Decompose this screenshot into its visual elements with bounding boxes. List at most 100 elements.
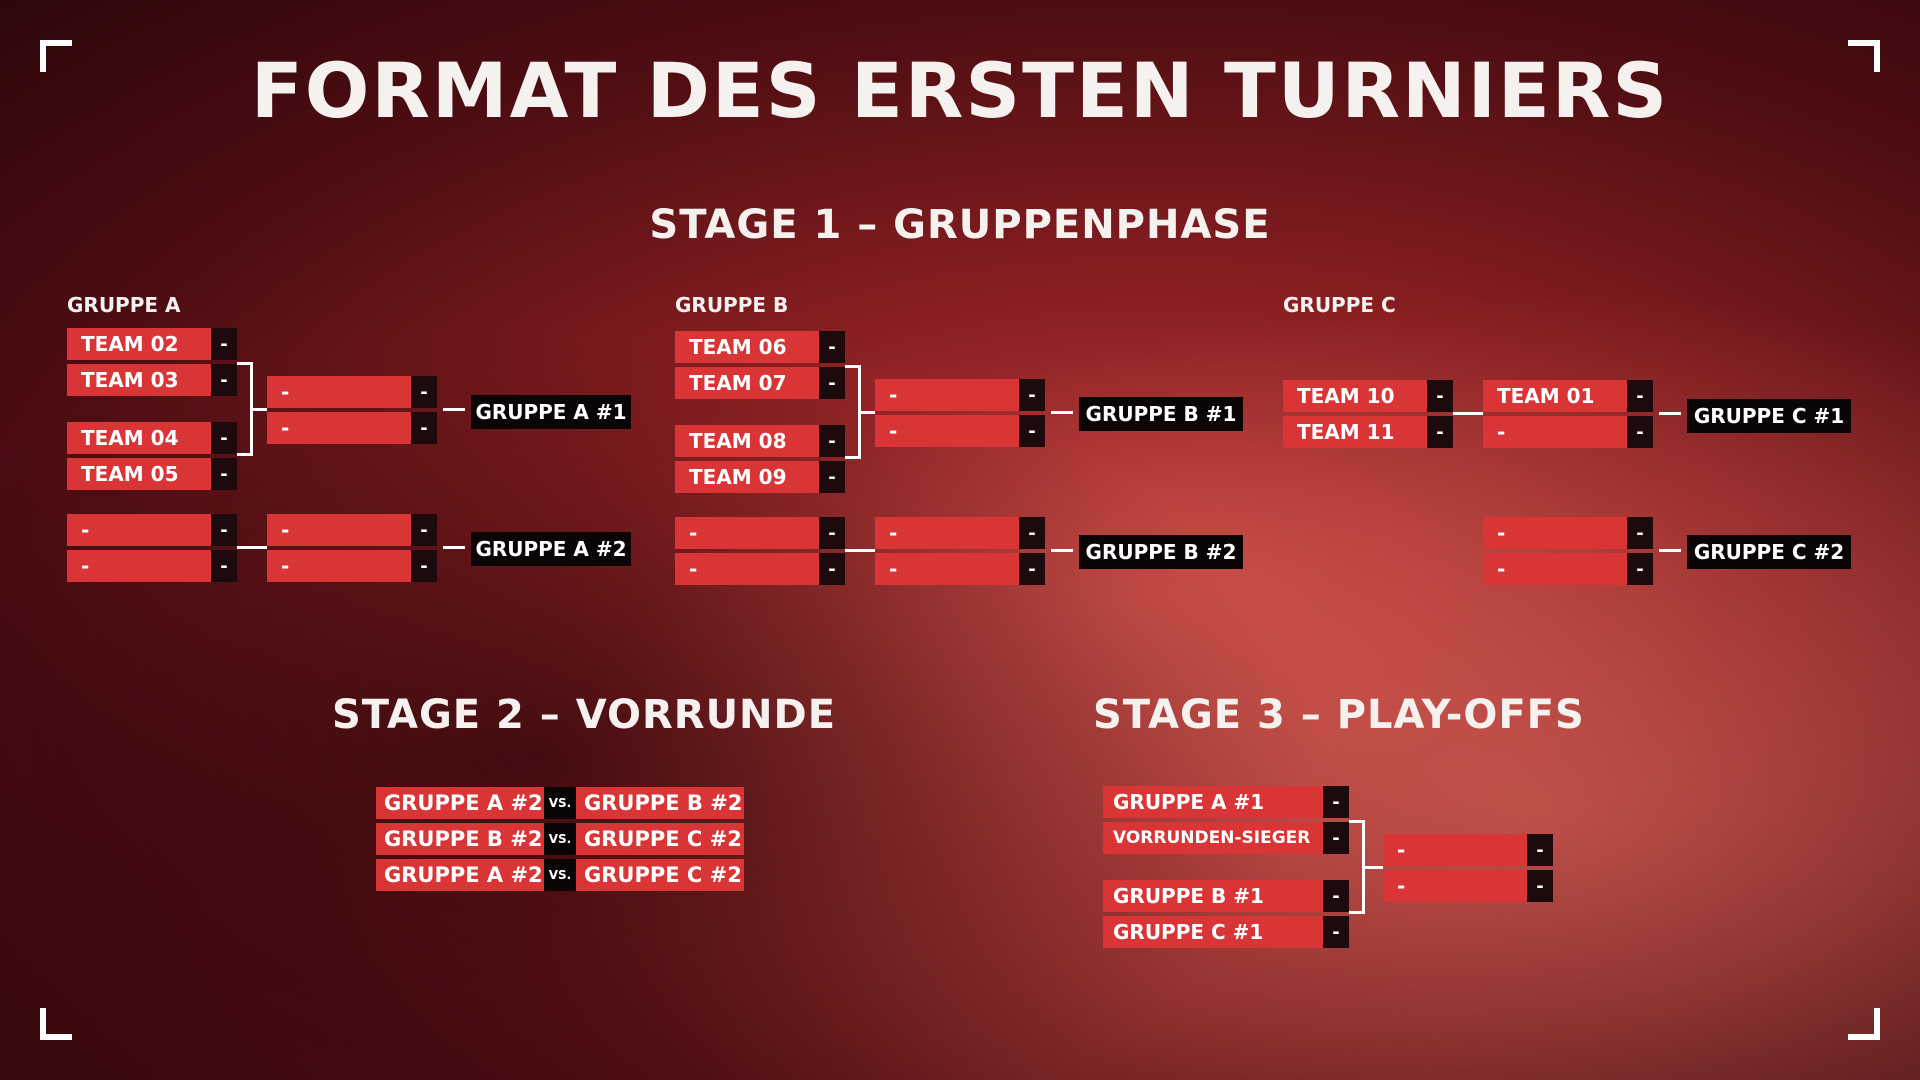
team-name: TEAM 09 [675, 461, 819, 493]
group-c-lower-final: -- -- [1483, 517, 1653, 585]
group-a-lower-first: -- -- [67, 514, 237, 582]
team-score: - [411, 412, 437, 444]
team-name: TEAM 02 [67, 328, 211, 360]
group-c-first-match: TEAM 10- TEAM 11- [1283, 380, 1453, 448]
group-b-winner-label: GRUPPE B #1 [1079, 397, 1243, 431]
team-name: - [67, 550, 211, 582]
playoff-semi1: GRUPPE A #1- VORRUNDEN-SIEGER- [1103, 786, 1349, 854]
group-c-label: GRUPPE C [1283, 293, 1396, 317]
bracket-connector [1349, 820, 1365, 914]
team-row: TEAM 09- [675, 461, 845, 493]
team-name: VORRUNDEN-SIEGER [1103, 822, 1323, 854]
team-row: GRUPPE B #1- [1103, 880, 1349, 912]
vorrunde-match-row: GRUPPE A #2 VS. GRUPPE C #2 [376, 859, 744, 891]
group-a-upper-final: -- -- [267, 376, 437, 444]
group-c-second-label: GRUPPE C #2 [1687, 535, 1851, 569]
group-b-lower-first: -- -- [675, 517, 845, 585]
team-row: VORRUNDEN-SIEGER- [1103, 822, 1349, 854]
connector-line [443, 546, 465, 549]
stage2-title: STAGE 2 – VORRUNDE [332, 692, 837, 738]
team-row: TEAM 06- [675, 331, 845, 363]
team-score: - [1019, 415, 1045, 447]
group-a-semi2: TEAM 04- TEAM 05- [67, 422, 237, 490]
team-score: - [819, 425, 845, 457]
vs-label: VS. [544, 823, 576, 855]
page-title: FORMAT DES ERSTEN TURNIERS [250, 46, 1670, 135]
team-row: -- [675, 517, 845, 549]
team-score: - [1627, 553, 1653, 585]
team-name: TEAM 11 [1283, 416, 1427, 448]
group-b-label: GRUPPE B [675, 293, 789, 317]
team-score: - [1019, 517, 1045, 549]
team-name: GRUPPE C #1 [1103, 916, 1323, 948]
team-name: - [267, 514, 411, 546]
vorrunde-team-right: GRUPPE C #2 [576, 823, 744, 855]
team-name: TEAM 03 [67, 364, 211, 396]
corner-bracket-bottom-left [40, 1008, 72, 1040]
team-name: - [875, 553, 1019, 585]
team-score: - [211, 328, 237, 360]
team-name: - [875, 517, 1019, 549]
team-score: - [211, 514, 237, 546]
team-row: -- [875, 415, 1045, 447]
team-score: - [819, 461, 845, 493]
team-row: -- [267, 514, 437, 546]
connector-line [1659, 549, 1681, 552]
team-score: - [1627, 517, 1653, 549]
vorrunde-team-right: GRUPPE B #2 [576, 787, 744, 819]
team-row: TEAM 02- [67, 328, 237, 360]
team-name: - [1483, 517, 1627, 549]
team-score: - [1527, 870, 1553, 902]
vs-label: VS. [544, 859, 576, 891]
team-row: TEAM 11- [1283, 416, 1453, 448]
team-row: TEAM 03- [67, 364, 237, 396]
group-c-winner-label: GRUPPE C #1 [1687, 399, 1851, 433]
team-row: -- [267, 376, 437, 408]
team-name: - [67, 514, 211, 546]
connector-line [237, 546, 267, 549]
team-score: - [1323, 822, 1349, 854]
stage1-title: STAGE 1 – GRUPPENPHASE [649, 202, 1271, 248]
team-name: - [1483, 553, 1627, 585]
group-a-semi1: TEAM 02- TEAM 03- [67, 328, 237, 396]
team-score: - [411, 376, 437, 408]
team-row: -- [1483, 416, 1653, 448]
team-name: TEAM 06 [675, 331, 819, 363]
team-row: TEAM 10- [1283, 380, 1453, 412]
vorrunde-match-row: GRUPPE B #2 VS. GRUPPE C #2 [376, 823, 744, 855]
group-a-winner-label: GRUPPE A #1 [471, 395, 631, 429]
vorrunde-match-row: GRUPPE A #2 VS. GRUPPE B #2 [376, 787, 744, 819]
team-row: GRUPPE A #1- [1103, 786, 1349, 818]
team-row: TEAM 05- [67, 458, 237, 490]
team-name: - [267, 412, 411, 444]
team-name: - [1383, 870, 1527, 902]
playoff-final: -- -- [1383, 834, 1553, 902]
team-row: TEAM 01- [1483, 380, 1653, 412]
connector-line [1365, 866, 1383, 869]
vorrunde-team-left: GRUPPE B #2 [376, 823, 544, 855]
team-row: -- [875, 517, 1045, 549]
team-name: TEAM 04 [67, 422, 211, 454]
group-a-second-label: GRUPPE A #2 [471, 532, 631, 566]
group-b-lower-final: -- -- [875, 517, 1045, 585]
playoff-semi2: GRUPPE B #1- GRUPPE C #1- [1103, 880, 1349, 948]
team-row: -- [1383, 870, 1553, 902]
team-score: - [819, 553, 845, 585]
team-name: GRUPPE B #1 [1103, 880, 1323, 912]
connector-line [1051, 549, 1073, 552]
team-score: - [411, 514, 437, 546]
team-row: TEAM 07- [675, 367, 845, 399]
team-score: - [1323, 880, 1349, 912]
vorrunde-team-right: GRUPPE C #2 [576, 859, 744, 891]
team-score: - [1527, 834, 1553, 866]
group-b-semi1: TEAM 06- TEAM 07- [675, 331, 845, 399]
team-score: - [1019, 379, 1045, 411]
team-score: - [819, 331, 845, 363]
corner-bracket-bottom-right [1848, 1008, 1880, 1040]
team-name: - [875, 415, 1019, 447]
vs-label: VS. [544, 787, 576, 819]
team-row: -- [67, 550, 237, 582]
team-name: TEAM 08 [675, 425, 819, 457]
connector-line [1051, 411, 1073, 414]
team-score: - [1427, 380, 1453, 412]
